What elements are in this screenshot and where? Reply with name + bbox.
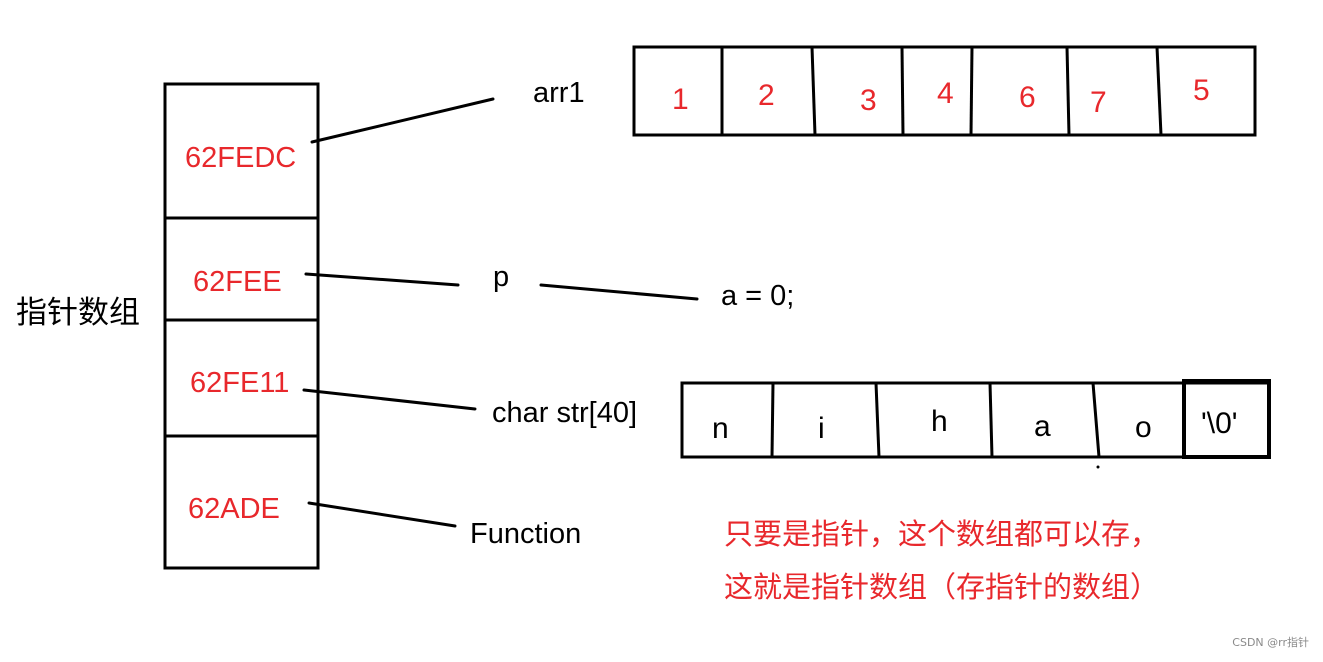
arr1-outline <box>632 45 1257 137</box>
connector-str <box>302 388 477 411</box>
connector-p-value <box>539 283 699 301</box>
watermark: CSDN @rr指针 <box>1232 636 1309 649</box>
address-label: 62FEDC <box>185 142 297 174</box>
str-cell: a <box>1034 410 1051 443</box>
str-cell: '\0' <box>1201 407 1238 440</box>
connector-arr1 <box>310 97 495 144</box>
address-label: 62FEE <box>193 266 282 298</box>
arr1-cell: 2 <box>758 79 775 112</box>
arr1-cell: 5 <box>1193 74 1210 107</box>
connector-function <box>307 501 457 528</box>
arr1-cell: 3 <box>860 84 877 117</box>
str-cell: o <box>1135 411 1152 444</box>
target-label-p: p <box>493 261 510 293</box>
str-cell: h <box>931 405 948 438</box>
pointer-array <box>163 82 320 570</box>
str-outline <box>680 381 1271 459</box>
target-label-str: char str[40] <box>492 397 638 429</box>
target-label-arr1: arr1 <box>533 77 585 109</box>
str-cell: n <box>712 412 729 445</box>
arr1-cell: 4 <box>937 77 954 110</box>
note-line: 只要是指针，这个数组都可以存， <box>724 517 1160 551</box>
stray-dot <box>1096 465 1100 469</box>
connector-lines <box>302 97 699 528</box>
arr1-cell: 6 <box>1019 81 1036 114</box>
target-label-function: Function <box>470 518 582 550</box>
str-cell: i <box>818 412 825 445</box>
str-array <box>680 379 1271 459</box>
connector-p <box>304 272 460 287</box>
str-terminator-cell <box>1182 379 1271 459</box>
pointer-slot-3 <box>163 434 320 570</box>
address-label: 62ADE <box>188 493 280 525</box>
address-label: 62FE11 <box>190 367 290 399</box>
arr1-array <box>632 45 1257 137</box>
arr1-cell: 7 <box>1090 86 1107 119</box>
arr1-cell: 1 <box>672 83 689 116</box>
note-line: 这就是指针数组（存指针的数组） <box>724 570 1160 604</box>
p-value-label: a = 0; <box>721 280 795 312</box>
side-label: 指针数组 <box>16 295 140 331</box>
